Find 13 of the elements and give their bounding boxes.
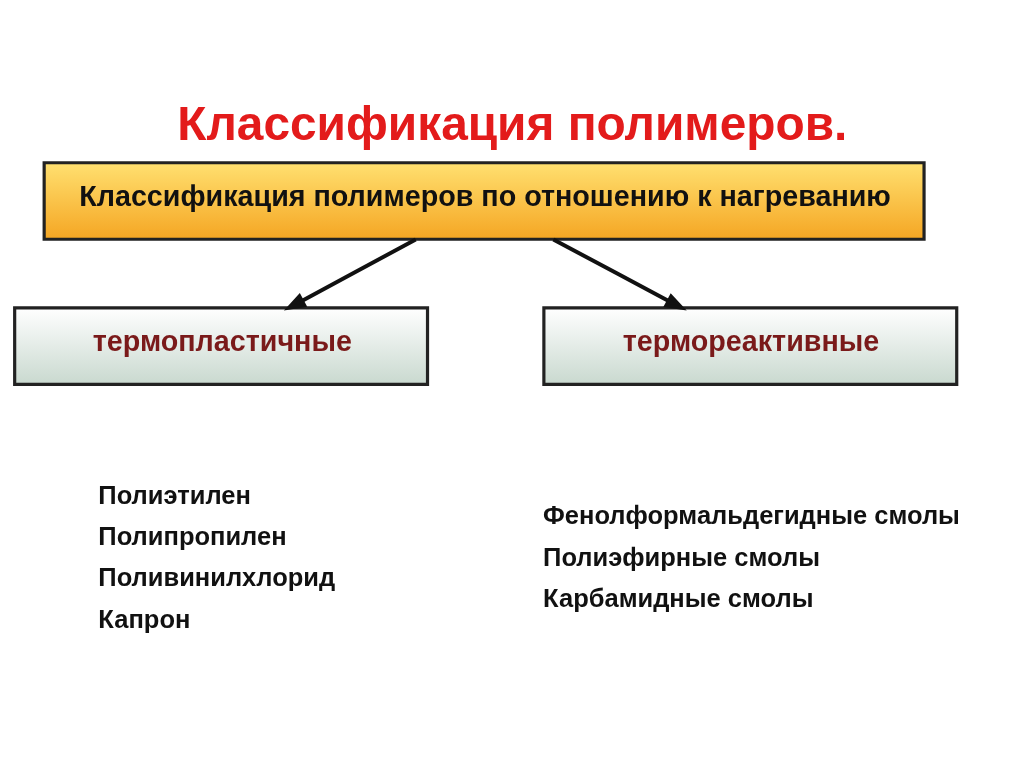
node-label: Карбамидные смолы <box>543 584 814 613</box>
node-label: Поливинилхлорид <box>98 563 336 592</box>
node-label: Полиэфирные смолы <box>543 542 820 571</box>
node-box: Классификация полимеров по отношению к нагреванию <box>42 161 926 241</box>
diagram-title: Классификация полимеров. <box>177 97 848 151</box>
arrow <box>283 237 417 311</box>
node-label: Полиэтилен <box>98 480 251 509</box>
node-label: Капрон <box>98 604 191 633</box>
node-box: термопластичные <box>13 306 430 386</box>
node-box: термореактивные <box>542 306 959 386</box>
arrow <box>552 237 687 311</box>
node-label: Фенолформальдегидные смолы <box>543 501 960 530</box>
node-label: Полипропилен <box>98 521 287 550</box>
